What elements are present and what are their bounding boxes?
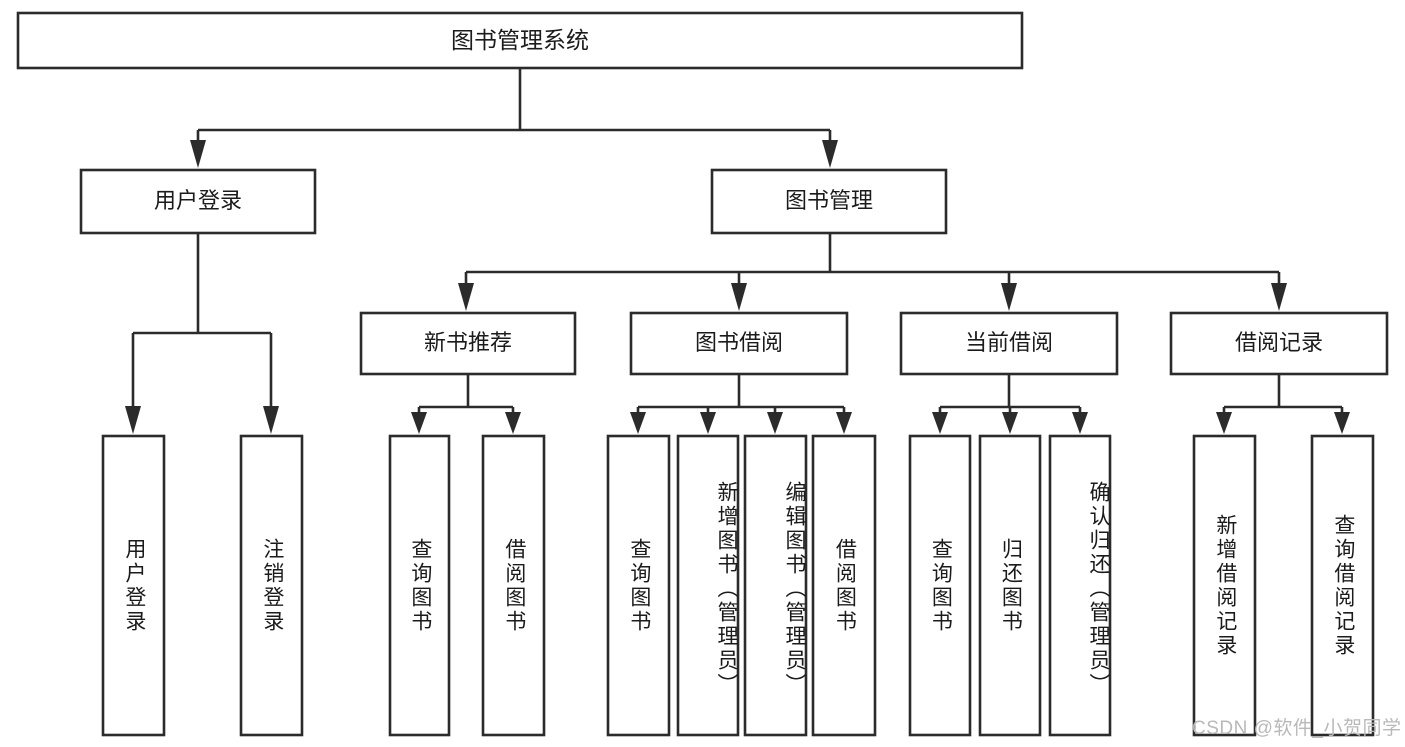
- arrow-head-icon: [767, 412, 783, 434]
- arrow-head-icon: [1002, 412, 1018, 434]
- leaf-box-query-book-rec[interactable]: [388, 434, 451, 737]
- leaf-box-logout[interactable]: [239, 434, 304, 737]
- arrow-head-icon: [263, 406, 279, 434]
- node-book-borrow[interactable]: 图书借阅: [629, 311, 849, 376]
- node-new-book-recommend-label: 新书推荐: [424, 330, 512, 355]
- leaf-box-edit-book-admin[interactable]: [743, 434, 808, 737]
- node-user-login-label: 用户登录: [154, 188, 242, 213]
- node-book-borrow-box[interactable]: [629, 311, 849, 376]
- leaf-box-query-book-current[interactable]: [908, 434, 972, 737]
- arrow-head-icon: [1216, 412, 1232, 434]
- node-borrow-records-label: 借阅记录: [1235, 330, 1323, 355]
- connector-group-current-borrow: [932, 374, 1088, 434]
- connector-group-new-book-rec: [411, 374, 521, 434]
- arrow-head-icon: [1271, 283, 1287, 311]
- arrow-head-icon: [125, 406, 141, 434]
- arrow-head-icon: [700, 412, 716, 434]
- arrow-head-icon: [458, 283, 474, 311]
- arrow-head-icon: [836, 412, 852, 434]
- node-current-borrow[interactable]: 当前借阅: [899, 311, 1119, 376]
- node-book-management[interactable]: 图书管理: [710, 168, 948, 235]
- leaf-box-borrow-book-rec[interactable]: [481, 434, 546, 737]
- arrow-head-icon: [190, 140, 206, 168]
- arrow-head-icon: [1334, 412, 1350, 434]
- connector-group-user-login: [125, 233, 279, 434]
- watermark-text: CSDN @软件_小贺同学: [1192, 718, 1402, 739]
- leaf-box-confirm-return-admin[interactable]: [1048, 434, 1112, 737]
- arrow-head-icon: [630, 412, 646, 434]
- connector-group-borrow-records: [1216, 374, 1350, 434]
- connector-group-book-mgmt: [458, 233, 1287, 311]
- node-current-borrow-label: 当前借阅: [965, 330, 1053, 355]
- node-new-book-recommend-box[interactable]: [359, 311, 577, 376]
- leaf-box-query-book-borrow[interactable]: [606, 434, 671, 737]
- node-root-box[interactable]: [16, 11, 1024, 70]
- arrow-head-icon: [731, 283, 747, 311]
- node-current-borrow-box[interactable]: [899, 311, 1119, 376]
- node-user-login[interactable]: 用户登录: [79, 168, 317, 235]
- leaf-box-borrow-book[interactable]: [811, 434, 877, 737]
- node-root[interactable]: 图书管理系统: [16, 11, 1024, 70]
- arrow-head-icon: [932, 412, 948, 434]
- leaf-box-add-borrow-record[interactable]: [1192, 434, 1257, 737]
- node-new-book-recommend[interactable]: 新书推荐: [359, 311, 577, 376]
- leaf-node-boxes: [101, 434, 1375, 737]
- connector-group-book-borrow: [630, 374, 852, 434]
- leaf-box-add-book-admin[interactable]: [676, 434, 740, 737]
- node-root-label: 图书管理系统: [451, 27, 589, 53]
- arrow-head-icon: [411, 412, 427, 434]
- leaf-box-query-borrow-record[interactable]: [1310, 434, 1375, 737]
- leaf-box-user-login[interactable]: [101, 434, 166, 737]
- connector-group-root: [190, 68, 838, 168]
- arrow-head-icon: [1001, 283, 1017, 311]
- node-book-borrow-label: 图书借阅: [695, 330, 783, 355]
- node-book-management-label: 图书管理: [785, 188, 873, 213]
- leaf-box-return-book[interactable]: [978, 434, 1042, 737]
- arrow-head-icon: [505, 412, 521, 434]
- node-borrow-records[interactable]: 借阅记录: [1169, 311, 1389, 376]
- node-book-management-box[interactable]: [710, 168, 948, 235]
- node-borrow-records-box[interactable]: [1169, 311, 1389, 376]
- arrow-head-icon: [1072, 412, 1088, 434]
- node-user-login-box[interactable]: [79, 168, 317, 235]
- arrow-head-icon: [822, 140, 838, 168]
